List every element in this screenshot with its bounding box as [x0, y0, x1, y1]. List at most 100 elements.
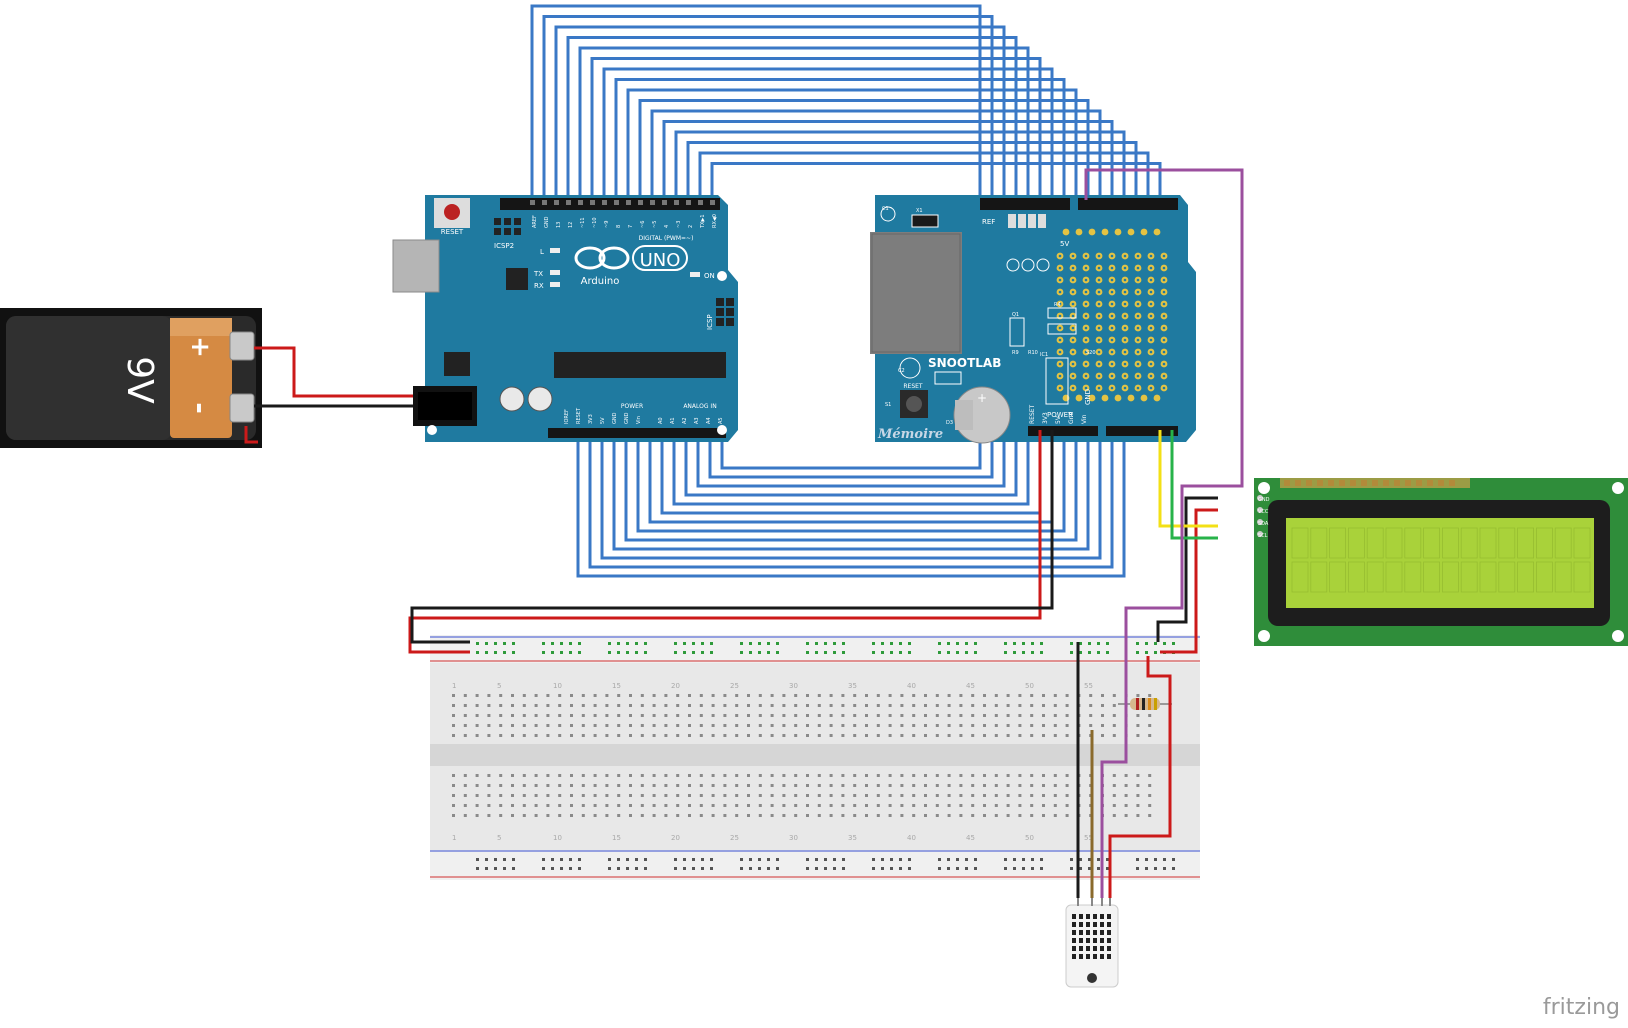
- breadboard-hole: [723, 784, 727, 787]
- breadboard-hole: [711, 814, 715, 817]
- rail-hole: [1040, 642, 1043, 645]
- rail-hole: [956, 858, 959, 861]
- breadboard-hole: [900, 694, 904, 697]
- shield-power-pin-label: 5V: [1055, 415, 1062, 424]
- breadboard-hole: [1112, 694, 1116, 697]
- lcd-cell: [1536, 527, 1553, 559]
- dht-sensor-legs: [1077, 898, 1111, 906]
- lcd-cell: [1442, 527, 1459, 559]
- breadboard-hole: [1148, 814, 1152, 817]
- shield-component-label: IC1: [1040, 352, 1048, 358]
- proto-hole: [1162, 278, 1166, 282]
- rail-hole: [578, 651, 581, 654]
- rail-hole: [1136, 858, 1139, 861]
- breadboard-hole: [1065, 704, 1069, 707]
- blue-wire: [672, 436, 1030, 506]
- lcd-pin: [1257, 531, 1263, 537]
- svg-text:1: 1: [452, 682, 456, 690]
- breadboard-hole: [581, 794, 585, 797]
- rail-hole: [626, 651, 629, 654]
- breadboard-hole: [652, 704, 656, 707]
- rail-hole: [560, 651, 563, 654]
- svg-text:30: 30: [789, 682, 798, 690]
- rail-hole: [1079, 642, 1082, 645]
- rail-hole: [1040, 651, 1043, 654]
- rail-hole: [767, 867, 770, 870]
- breadboard-hole: [452, 814, 455, 817]
- breadboard-hole: [1112, 734, 1116, 737]
- breadboard-hole: [935, 724, 939, 727]
- rail-hole: [560, 642, 563, 645]
- breadboard-hole: [688, 784, 691, 787]
- breadboard-hole: [770, 774, 774, 777]
- breadboard-hole: [971, 694, 975, 697]
- breadboard-hole: [971, 714, 975, 717]
- blue-wire: [720, 436, 982, 470]
- rail-hole: [1004, 858, 1007, 861]
- proto-hole: [1071, 326, 1075, 330]
- breadboard-hole: [688, 714, 691, 717]
- breadboard-hole: [829, 814, 833, 817]
- breadboard-hole: [640, 804, 644, 807]
- rail-hole: [1163, 642, 1166, 645]
- arduino-icsp2-label: ICSP2: [494, 242, 514, 250]
- proto-pad: [1153, 228, 1161, 236]
- breadboard-hole: [487, 714, 491, 717]
- breadboard-hole: [1053, 734, 1057, 737]
- breadboard-hole: [664, 724, 668, 727]
- rail-hole: [1040, 867, 1043, 870]
- breadboard-hole: [463, 814, 467, 817]
- breadboard-hole: [770, 694, 774, 697]
- breadboard-hole: [546, 694, 550, 697]
- proto-hole: [1058, 374, 1062, 378]
- breadboard-hole: [876, 774, 880, 777]
- rail-hole: [1136, 651, 1139, 654]
- breadboard-hole: [711, 774, 715, 777]
- breadboard-hole: [1148, 724, 1152, 727]
- svg-text:45: 45: [966, 834, 975, 842]
- breadboard-hole: [865, 804, 868, 807]
- breadboard-hole: [1053, 714, 1057, 717]
- breadboard-hole: [1018, 734, 1022, 737]
- breadboard-hole: [853, 724, 857, 727]
- svg-text:20: 20: [671, 834, 680, 842]
- fritzing-watermark: fritzing: [1542, 995, 1620, 1020]
- svg-text:15: 15: [612, 682, 621, 690]
- proto-hole: [1149, 338, 1153, 342]
- arduino-analog-pin-label: A3: [694, 417, 700, 424]
- arduino-pin-label: 4: [664, 225, 670, 228]
- breadboard-hole: [452, 694, 455, 697]
- proto-hole: [1123, 338, 1127, 342]
- rail-hole: [833, 867, 836, 870]
- breadboard-hole: [688, 814, 691, 817]
- rail-hole: [701, 858, 704, 861]
- rail-hole: [842, 642, 845, 645]
- rail-hole: [635, 651, 638, 654]
- breadboard-hole: [794, 714, 798, 717]
- breadboard-hole: [924, 704, 927, 707]
- proto-hole: [1058, 350, 1062, 354]
- breadboard-hole: [841, 704, 845, 707]
- breadboard-hole: [865, 694, 868, 697]
- breadboard-hole: [534, 774, 538, 777]
- dht-grille-slot: [1072, 946, 1076, 951]
- breadboard-hole: [888, 704, 892, 707]
- breadboard-hole: [475, 814, 479, 817]
- breadboard-hole: [534, 694, 538, 697]
- breadboard-hole: [758, 814, 762, 817]
- rail-hole: [908, 651, 911, 654]
- svg-text:40: 40: [907, 682, 916, 690]
- rail-hole: [749, 867, 752, 870]
- dht-grille-slot: [1086, 930, 1090, 935]
- breadboard-hole: [511, 724, 514, 727]
- breadboard-hole: [770, 714, 774, 717]
- breadboard-hole: [841, 814, 845, 817]
- breadboard-hole: [865, 714, 868, 717]
- breadboard-hole: [581, 734, 585, 737]
- breadboard-hole: [664, 774, 668, 777]
- rail-hole: [626, 858, 629, 861]
- breadboard-hole: [511, 814, 514, 817]
- shield-name-label: Mémoire: [877, 427, 943, 442]
